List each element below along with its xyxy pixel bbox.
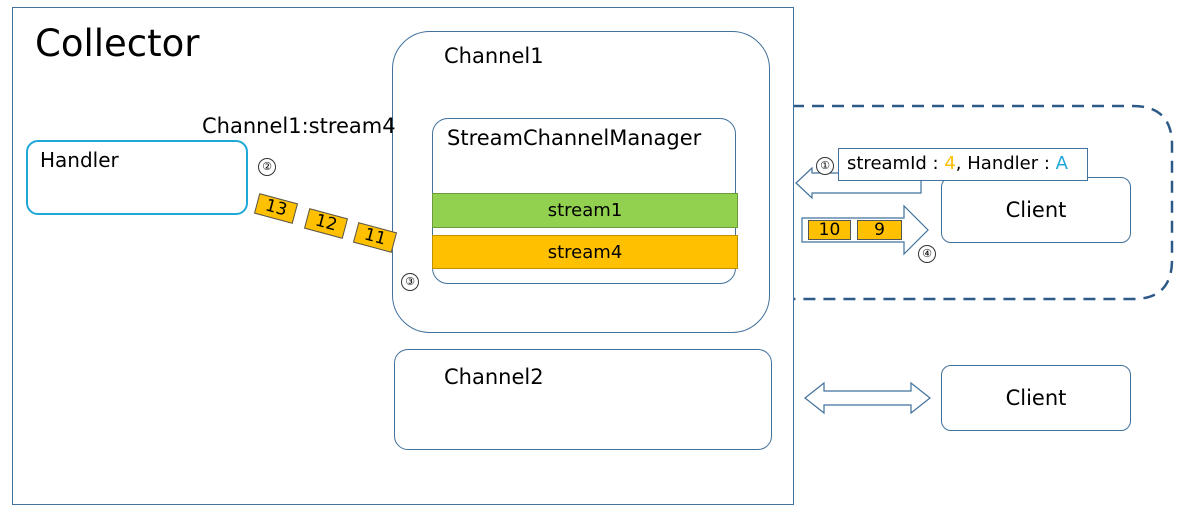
- request-value1: 4: [944, 153, 956, 174]
- stream-channel-manager-label: StreamChannelManager: [447, 126, 702, 150]
- client-box-1: Client: [941, 177, 1131, 243]
- channel1-box: [392, 31, 770, 333]
- step-2-badge: ②: [258, 158, 276, 176]
- step-3-badge: ③: [401, 273, 419, 291]
- collector-title: Collector: [35, 22, 200, 65]
- packet-10: 10: [808, 220, 851, 240]
- handler-label: Handler: [40, 148, 119, 172]
- stream4-bar: stream4: [432, 235, 738, 269]
- client-box-2: Client: [941, 365, 1131, 431]
- request-label: streamId : 4, Handler : A: [838, 148, 1088, 181]
- request-sep1: :: [926, 153, 945, 174]
- request-key1: streamId: [847, 153, 927, 174]
- channel2-client-double-arrow: [804, 381, 931, 415]
- channel2-label: Channel2: [444, 365, 544, 389]
- client-connection-dashed-region: [417, 104, 1174, 301]
- handler-box: [26, 140, 248, 215]
- request-key2: Handler: [967, 153, 1039, 174]
- step-1-badge: ①: [816, 157, 834, 175]
- request-comma: ,: [955, 153, 968, 174]
- request-sep2: :: [1038, 153, 1056, 174]
- channel1-label: Channel1: [444, 44, 544, 68]
- request-value2: A: [1055, 153, 1068, 174]
- packet-9: 9: [857, 220, 902, 240]
- handler-link-label: Channel1:stream4: [202, 114, 396, 138]
- stream1-bar: stream1: [432, 193, 738, 228]
- step-4-badge: ④: [918, 245, 936, 263]
- channel2-box: [394, 349, 772, 450]
